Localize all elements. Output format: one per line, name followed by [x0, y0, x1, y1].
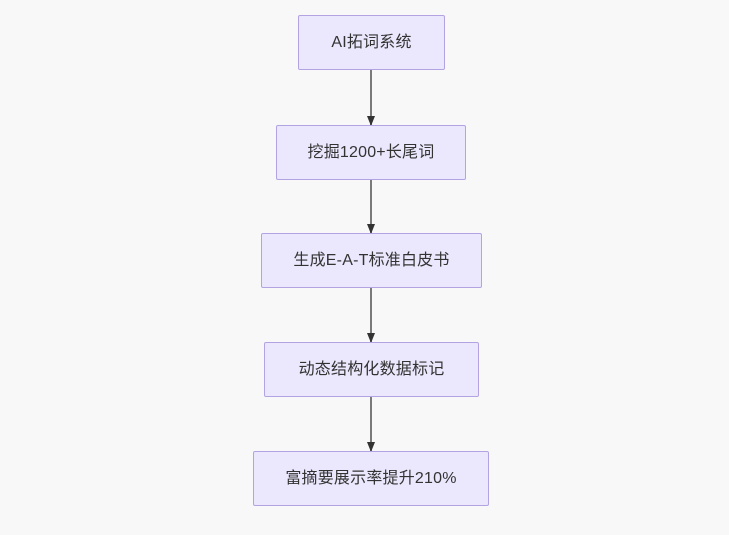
flow-node-ai-keyword-system[interactable]: AI拓词系统 [298, 15, 445, 70]
flow-node-label: 富摘要展示率提升210% [285, 469, 457, 487]
flow-node-dynamic-structured-data-markup[interactable]: 动态结构化数据标记 [264, 342, 479, 397]
flow-node-label: 生成E-A-T标准白皮书 [293, 251, 450, 269]
flow-node-label: 动态结构化数据标记 [298, 360, 445, 378]
flow-node-rich-snippet-impression-lift[interactable]: 富摘要展示率提升210% [253, 451, 489, 506]
flow-node-generate-eat-whitepaper[interactable]: 生成E-A-T标准白皮书 [261, 233, 482, 288]
flow-node-mine-longtail-keywords[interactable]: 挖掘1200+长尾词 [276, 125, 466, 180]
flow-node-label: AI拓词系统 [331, 33, 412, 51]
flow-node-label: 挖掘1200+长尾词 [307, 143, 435, 161]
